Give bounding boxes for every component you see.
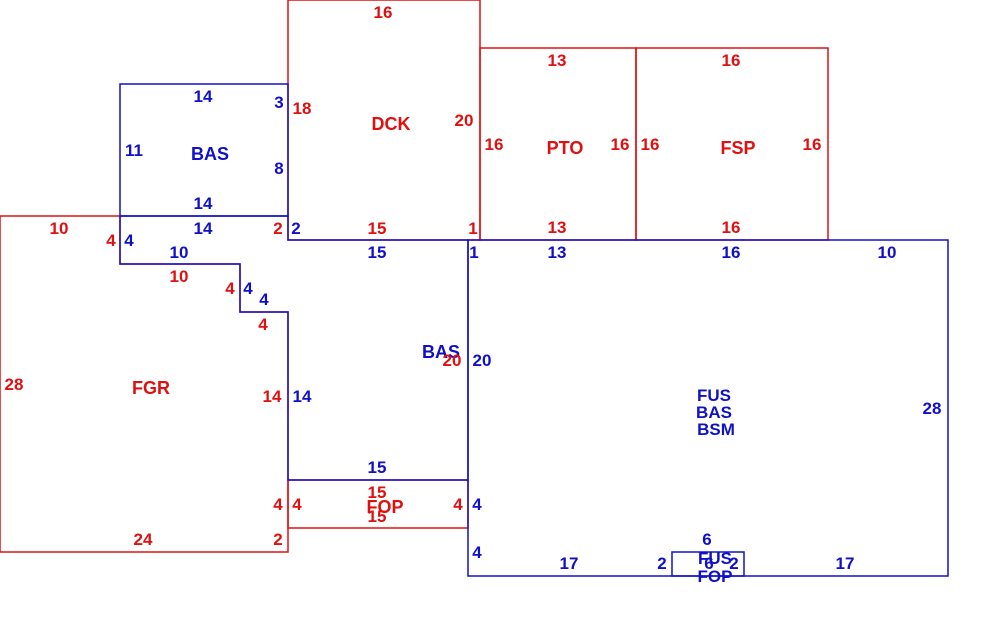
dim-label: 15 — [368, 243, 387, 262]
dim-label: 4 — [243, 279, 253, 298]
dim-label: 16 — [611, 135, 630, 154]
area-label-fsp: FSP — [720, 138, 755, 158]
dim-label: 28 — [923, 399, 942, 418]
dim-label: 16 — [374, 3, 393, 22]
dim-label: 15 — [368, 507, 387, 526]
dim-label: 16 — [722, 218, 741, 237]
area-label-bas-upper: BAS — [191, 144, 229, 164]
dim-label: 2 — [273, 530, 282, 549]
dim-label: 4 — [258, 315, 268, 334]
dim-label: 28 — [5, 375, 24, 394]
dim-label: 4 — [124, 231, 134, 250]
area-label-bsm: BSM — [697, 420, 735, 439]
dim-label: 16 — [803, 135, 822, 154]
dim-label: 11 — [125, 141, 143, 160]
small-porch-outline — [671, 551, 745, 577]
dim-label: 4 — [472, 495, 482, 514]
dim-label: 1 — [468, 219, 477, 238]
area-label-small-fus: FUS — [698, 549, 732, 568]
dim-label: 6 — [702, 530, 711, 549]
dim-label: 13 — [548, 243, 567, 262]
dim-label: 4 — [273, 495, 283, 514]
area-label-small-fop: FOP — [698, 567, 733, 586]
dim-label: 2 — [291, 219, 300, 238]
dim-label: 4 — [472, 543, 482, 562]
dim-label: 2 — [273, 219, 282, 238]
area-label-fus: FUS — [697, 386, 731, 405]
dim-label: 4 — [292, 495, 302, 514]
dim-label: 3 — [274, 93, 283, 112]
dim-label: 10 — [50, 219, 69, 238]
dim-label: 4 — [225, 279, 235, 298]
area-label-fop: FOP — [366, 497, 403, 517]
dim-label: 4 — [453, 495, 463, 514]
dim-label: 13 — [548, 51, 567, 70]
dim-label: 16 — [485, 135, 504, 154]
dim-label: 20 — [473, 351, 492, 370]
dim-label: 20 — [443, 351, 462, 370]
dim-label: 15 — [368, 458, 387, 477]
bas-mid-outline — [119, 215, 469, 481]
dim-label: 14 — [194, 87, 213, 106]
area-label-bas-mid: BAS — [422, 342, 460, 362]
dim-label: 4 — [259, 290, 269, 309]
dim-label: 24 — [134, 530, 153, 549]
dim-label: 15 — [368, 219, 387, 238]
dim-label: 6 — [704, 554, 713, 573]
dim-label: 14 — [293, 387, 312, 406]
dim-label: 1 — [469, 243, 478, 262]
dim-label: 16 — [722, 243, 741, 262]
dim-label: 4 — [106, 231, 116, 250]
dim-label: 18 — [293, 99, 312, 118]
dim-label: 2 — [729, 554, 738, 573]
area-label-fgr: FGR — [132, 378, 170, 398]
dim-label: 14 — [194, 194, 213, 213]
dim-label: 13 — [548, 218, 567, 237]
dim-label: 17 — [560, 554, 579, 573]
dim-label: 14 — [194, 219, 213, 238]
dim-label: 20 — [455, 111, 474, 130]
dim-label: 10 — [170, 267, 189, 286]
dim-label: 2 — [657, 554, 666, 573]
area-label-dck: DCK — [372, 114, 411, 134]
dim-label: 16 — [641, 135, 660, 154]
dim-label: 14 — [263, 387, 282, 406]
area-label-pto: PTO — [547, 138, 584, 158]
dim-label: 17 — [836, 554, 855, 573]
dim-label: 10 — [878, 243, 897, 262]
dim-label: 16 — [722, 51, 741, 70]
dim-label: 10 — [170, 243, 189, 262]
area-label-bas-main: BAS — [696, 403, 732, 422]
dim-label: 8 — [274, 159, 283, 178]
dim-label: 15 — [368, 483, 387, 502]
